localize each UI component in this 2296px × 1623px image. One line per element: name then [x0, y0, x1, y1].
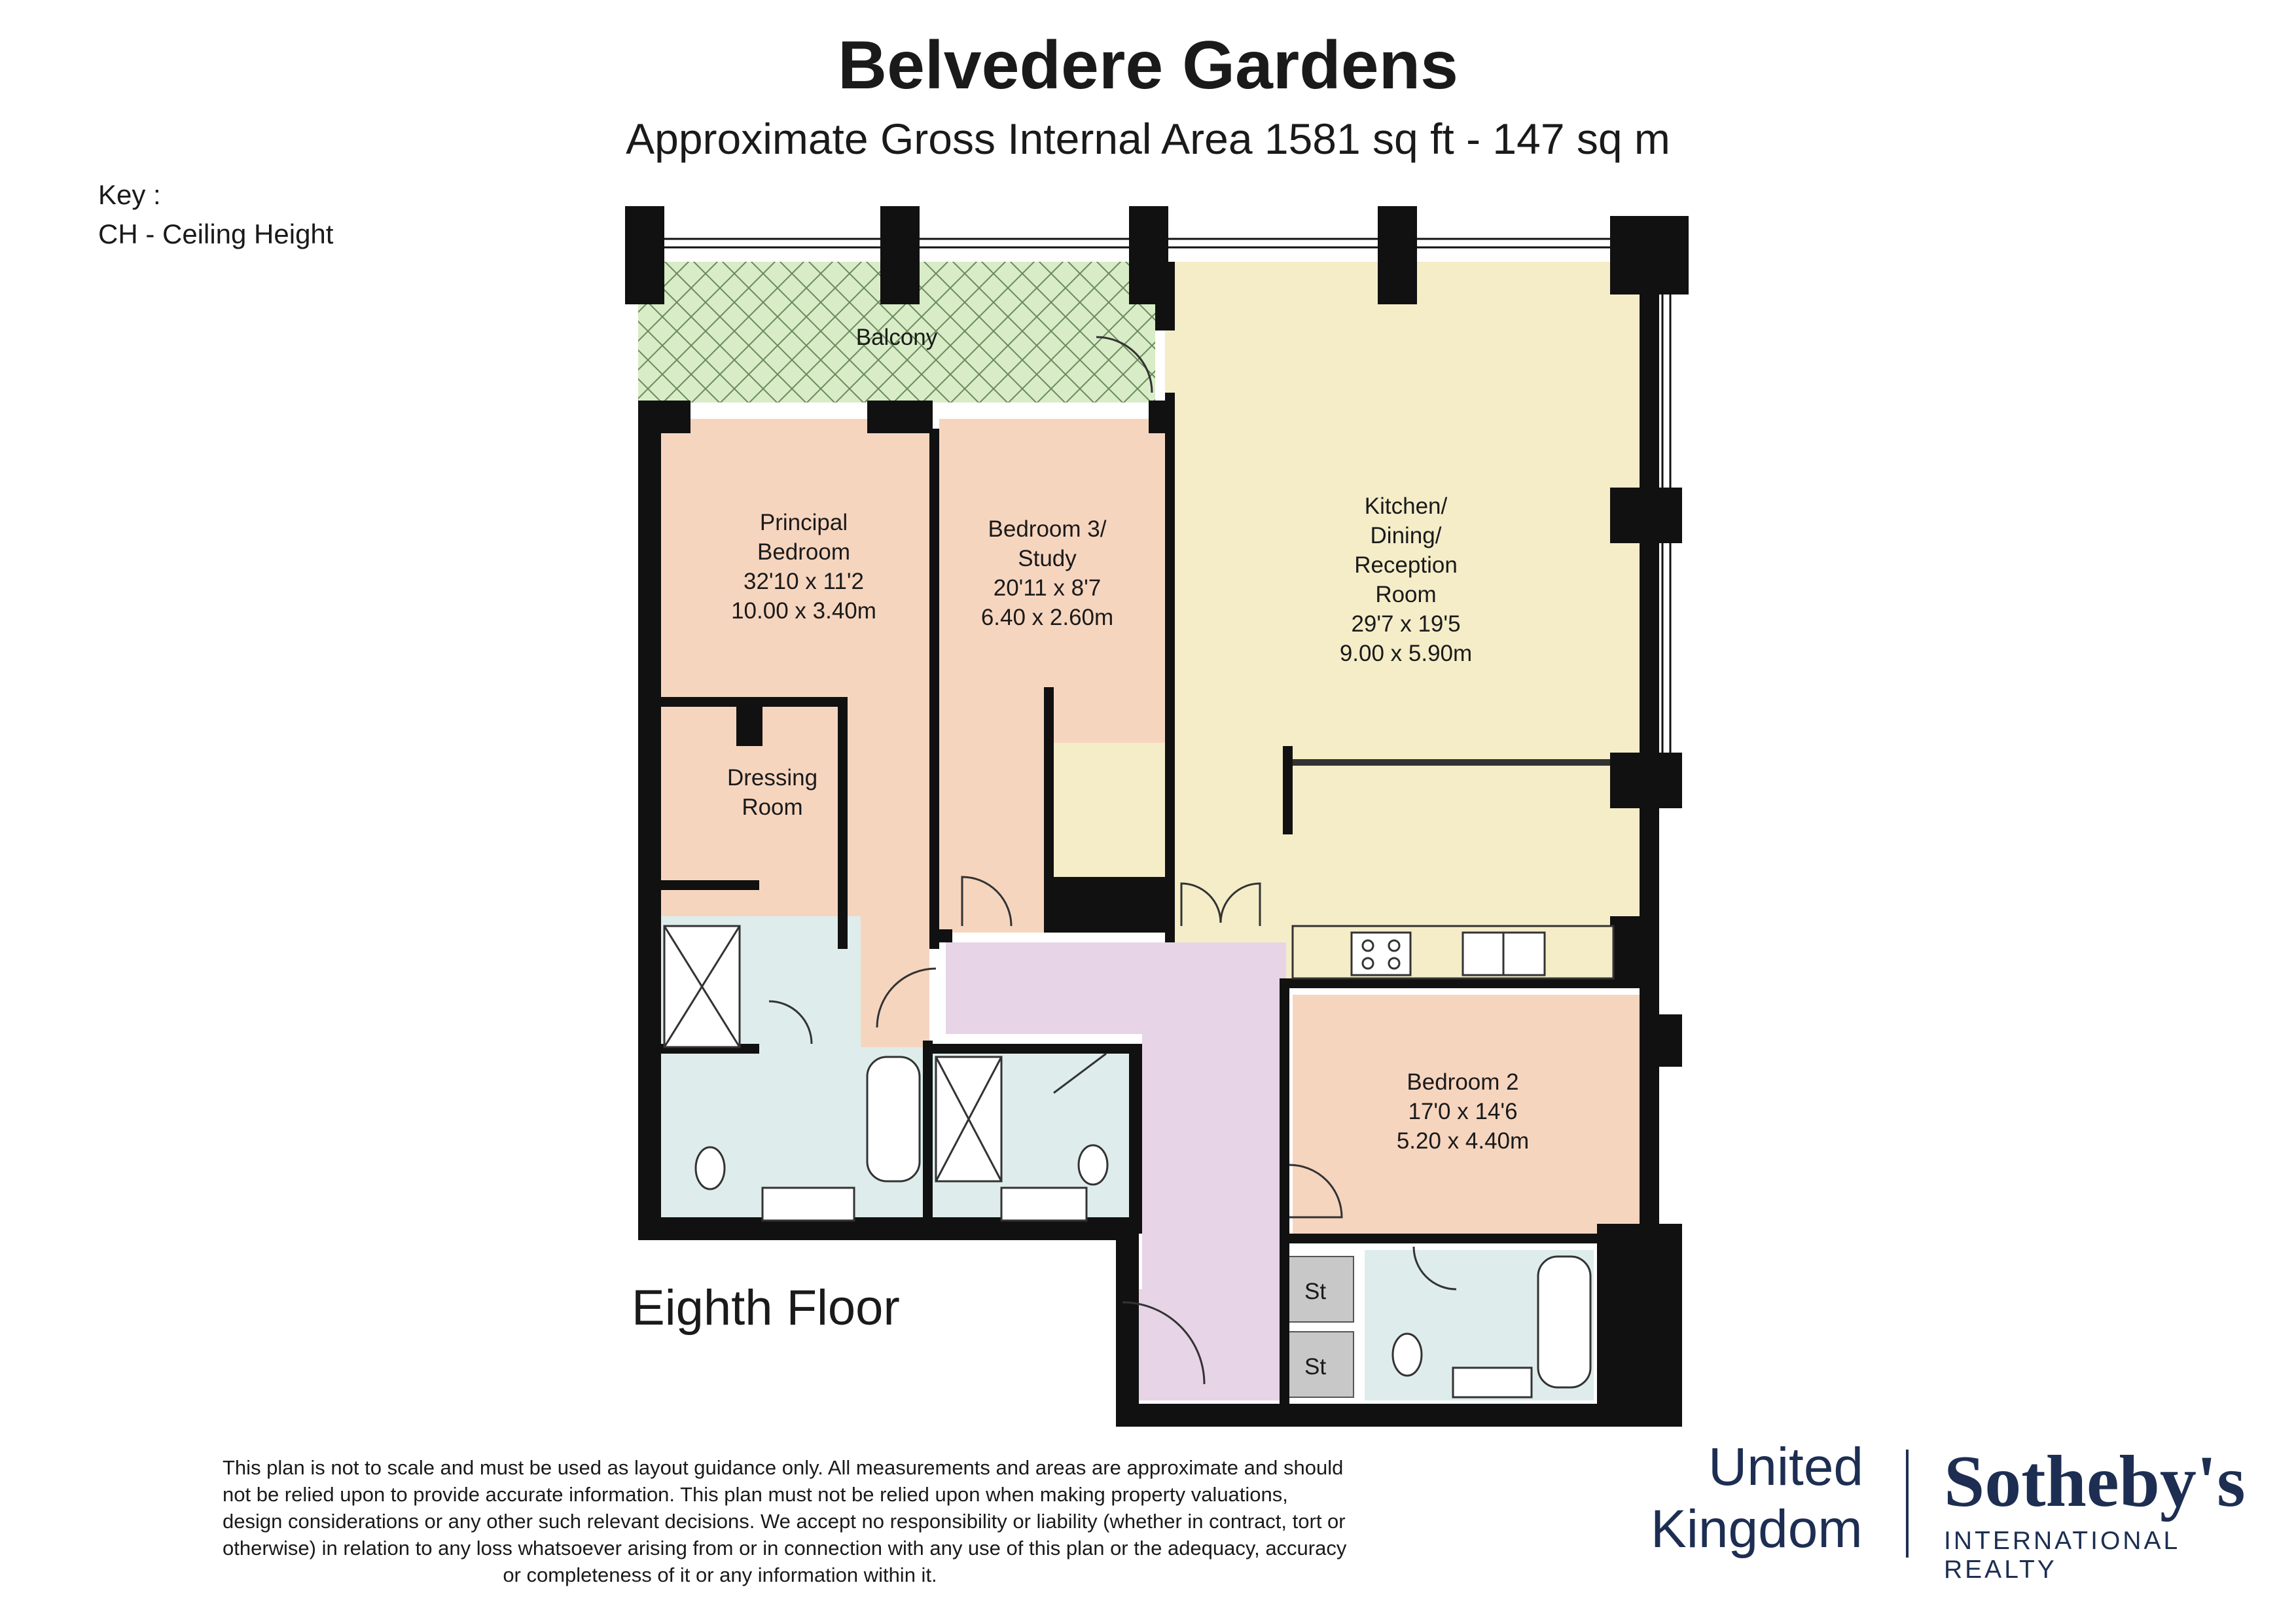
- principal-bedroom-name-2: Bedroom: [757, 539, 850, 565]
- wall-dressing-top: [658, 697, 848, 707]
- wall-dressing-bottom: [661, 880, 759, 890]
- kitchen-island-left: [1283, 746, 1293, 834]
- kitchen-name-4: Room: [1375, 582, 1436, 607]
- bedroom3-imperial: 20'11 x 8'7: [994, 575, 1102, 601]
- bedroom3-name-2: Study: [1018, 546, 1077, 571]
- disclaimer-line: This plan is not to scale and must be us…: [223, 1456, 1344, 1479]
- doors: [768, 336, 1457, 1385]
- pillar-1: [625, 206, 664, 304]
- kitchen-area: [1165, 262, 1640, 982]
- wall-bath1-right: [923, 1041, 933, 1224]
- logo-subtitle: INTERNATIONAL REALTY: [1944, 1527, 2179, 1584]
- principal-bedroom-name-1: Principal: [760, 510, 848, 535]
- logo-brand: Sotheby's: [1944, 1441, 2246, 1522]
- bedroom3-name-1: Bedroom 3/: [988, 516, 1107, 542]
- wall-wardrobe-bottom: [1044, 877, 1165, 933]
- kitchen-island-top: [1289, 759, 1610, 766]
- wall-bottom: [1116, 1404, 1682, 1427]
- wall-bed-divider: [929, 429, 939, 949]
- bedroom2-name: Bedroom 2: [1407, 1069, 1518, 1095]
- store2-area: [1287, 1331, 1354, 1398]
- wall-dressing-right: [838, 697, 848, 949]
- disclaimer-line: not be relied upon to provide accurate i…: [223, 1483, 1288, 1506]
- store1-label: St: [1304, 1279, 1326, 1304]
- store2-label: St: [1304, 1354, 1326, 1380]
- basin-3: [1452, 1366, 1533, 1399]
- wall-bath2-right: [1129, 1044, 1142, 1234]
- logo-divider: [1906, 1450, 1909, 1558]
- wall-left: [638, 402, 661, 1237]
- wall-balcony-bottom: [638, 401, 691, 433]
- disclaimer-line: design considerations or any other such …: [223, 1510, 1346, 1533]
- bathtub-1: [866, 1056, 921, 1183]
- principal-bedroom-imperial: 32'10 x 11'2: [744, 569, 864, 594]
- bathtub-3: [1537, 1255, 1592, 1389]
- hob: [1350, 931, 1412, 976]
- pillar-right-2: [1610, 753, 1682, 808]
- bedroom2-area: [1293, 995, 1640, 1234]
- balcony-label: Balcony: [856, 325, 938, 350]
- pillar-4: [1378, 206, 1417, 304]
- wall-balcony-divider: [1155, 262, 1175, 330]
- basin-2: [1000, 1186, 1088, 1222]
- toilet-3: [1391, 1332, 1423, 1377]
- key-item-ceiling-height: CH - Ceiling Height: [98, 219, 334, 249]
- kitchen-metric: 9.00 x 5.90m: [1340, 641, 1472, 666]
- kitchen-name-2: Dining/: [1371, 523, 1442, 548]
- pillar-5: [1610, 216, 1689, 294]
- wall-bed2-left: [1280, 978, 1289, 1407]
- key-title: Key :: [98, 179, 161, 210]
- kitchen-imperial: 29'7 x 19'5: [1351, 611, 1460, 637]
- toilet-1: [694, 1146, 726, 1190]
- fixtures: [663, 925, 1615, 1399]
- dressing-room-name-1: Dressing: [727, 765, 817, 791]
- wall-bed2-bottom: [1286, 1234, 1640, 1243]
- wall-entrance-left: [1116, 1217, 1139, 1427]
- pillar-right-4: [1659, 1014, 1682, 1067]
- windows: [664, 238, 1672, 753]
- disclaimer: This plan is not to scale and must be us…: [223, 1454, 1347, 1588]
- kitchen-name-3: Reception: [1354, 552, 1458, 578]
- bedroom3-metric: 6.40 x 2.60m: [981, 605, 1113, 630]
- wardrobe-area: [1054, 743, 1175, 883]
- logo-kingdom: Kingdom: [1651, 1499, 1863, 1559]
- pillar-2: [880, 206, 920, 304]
- plan-title: Belvedere Gardens: [837, 27, 1459, 103]
- disclaimer-line: otherwise) in relation to any loss whats…: [223, 1537, 1347, 1560]
- wall-bath2-top: [929, 1044, 1132, 1054]
- basin-1: [761, 1186, 855, 1222]
- toilet-2: [1077, 1144, 1109, 1186]
- wall-balcony-mid: [867, 401, 933, 433]
- walls: [625, 206, 1689, 1427]
- wall-bed3-lower: [1044, 687, 1054, 929]
- bedroom2-metric: 5.20 x 4.40m: [1397, 1128, 1529, 1154]
- disclaimer-line: or completeness of it or any information…: [503, 1563, 937, 1586]
- wall-dressing-block: [736, 707, 762, 746]
- floor-label: Eighth Floor: [632, 1280, 900, 1336]
- dressing-room-name-2: Room: [742, 794, 802, 820]
- logo-united: United: [1708, 1437, 1864, 1497]
- principal-bedroom-metric: 10.00 x 3.40m: [731, 598, 876, 624]
- wall-bed3-bottom: [939, 929, 952, 942]
- wall-bed3-kitchen: [1165, 393, 1175, 942]
- pillar-right-1: [1610, 488, 1682, 543]
- pillar-right-5: [1659, 1306, 1682, 1358]
- area-subtitle: Approximate Gross Internal Area 1581 sq …: [626, 115, 1670, 163]
- bedroom2-imperial: 17'0 x 14'6: [1408, 1099, 1517, 1124]
- kitchen-counter: [1291, 925, 1615, 980]
- pillar-right-3: [1610, 916, 1659, 982]
- wall-bed2-top: [1286, 978, 1640, 988]
- store1-area: [1287, 1256, 1354, 1323]
- kitchen-name-1: Kitchen/: [1365, 493, 1448, 519]
